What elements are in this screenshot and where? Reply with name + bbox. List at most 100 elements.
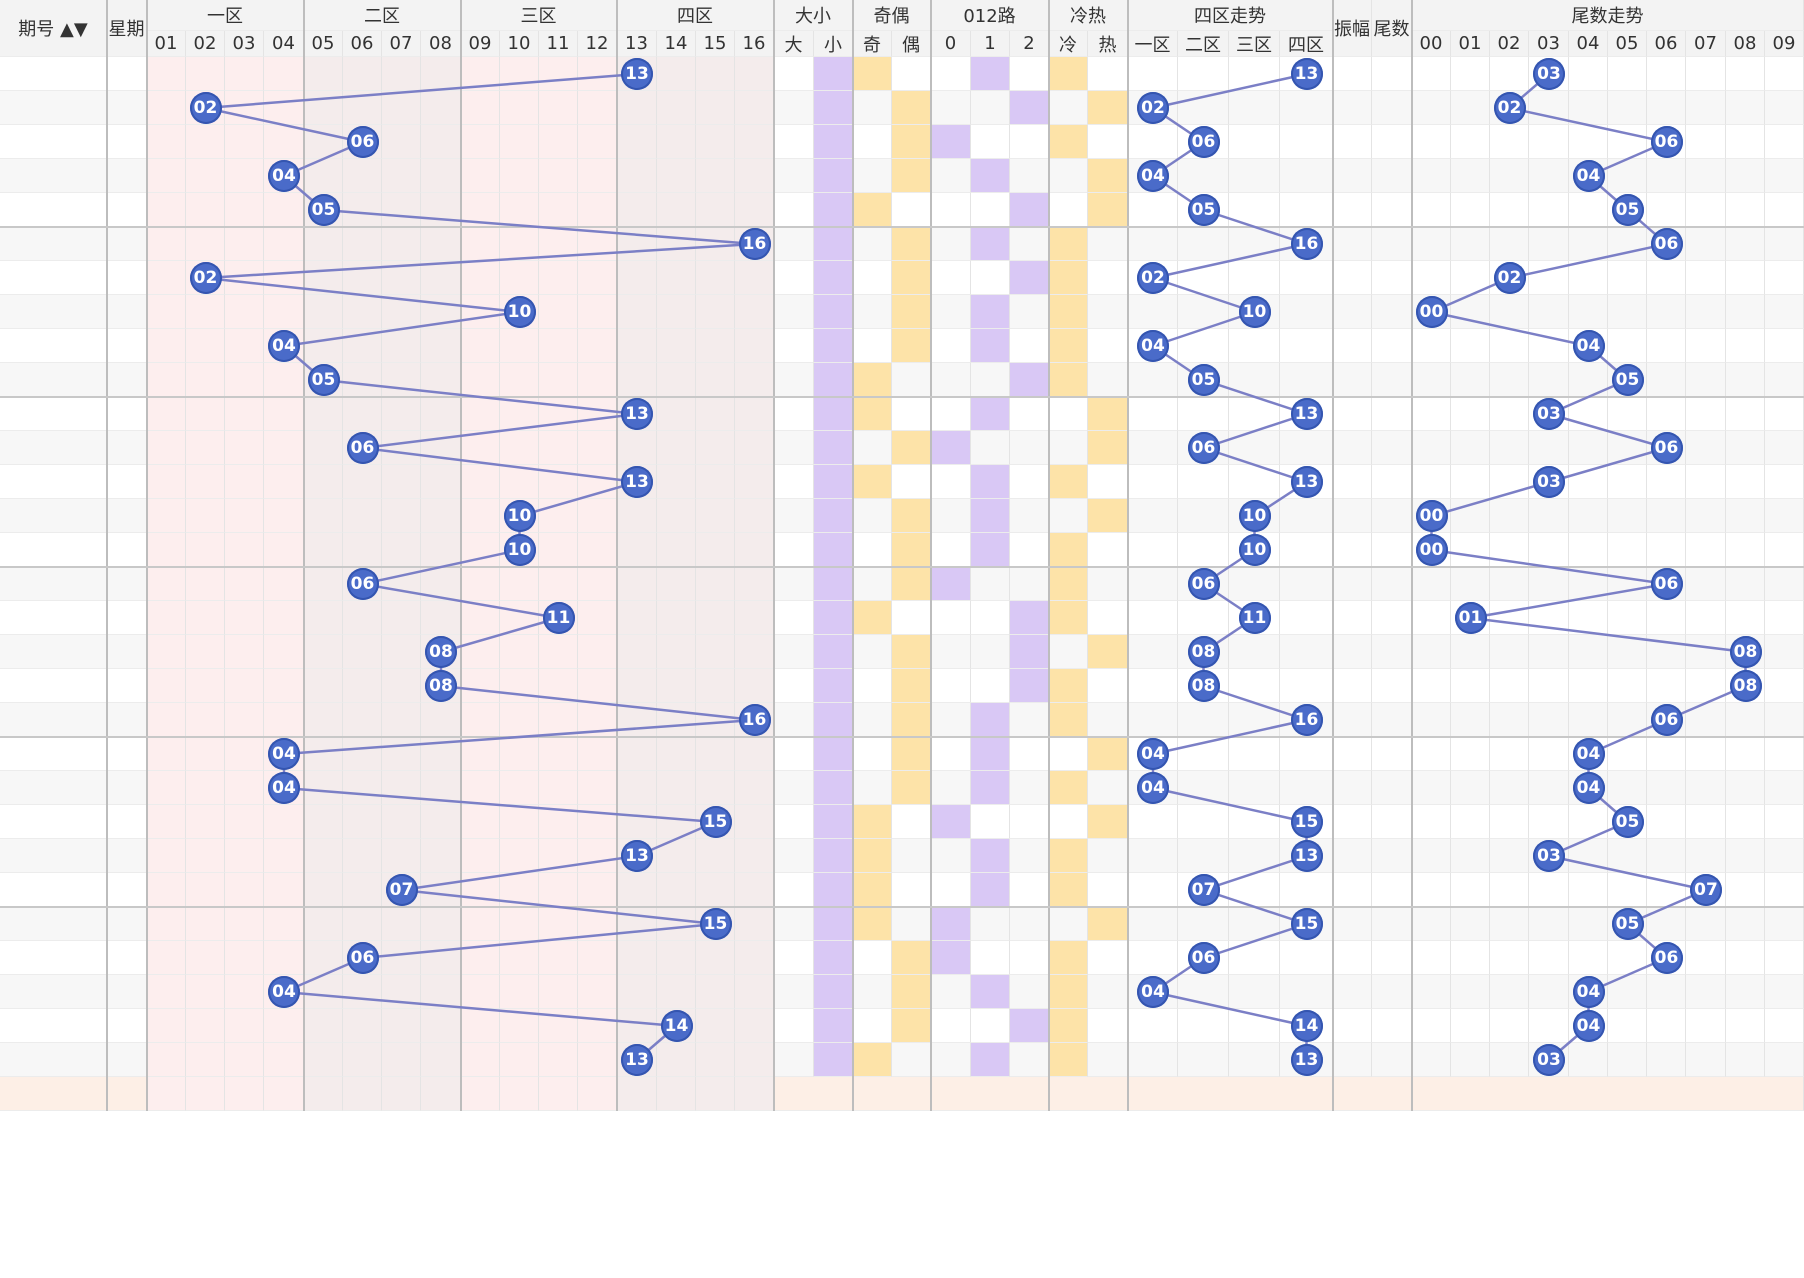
- zone-trend-ball: 10: [1238, 296, 1271, 328]
- tail-trend-cell: [1608, 737, 1647, 771]
- tail-trend-ball: 07: [1690, 874, 1722, 906]
- tail-trend-cell: [1569, 941, 1608, 975]
- footer-pick-01[interactable]: [147, 1077, 186, 1111]
- tail-trend-cell: [1647, 57, 1686, 91]
- zone-trend-ball: 13: [1290, 840, 1323, 872]
- miss-cell: [461, 261, 500, 295]
- tail-trend-cell: [1608, 125, 1647, 159]
- zone-trend-cell: [1178, 227, 1229, 261]
- route-1: [971, 465, 1010, 499]
- zone-trend-cell: [1128, 1043, 1178, 1077]
- miss-cell: [147, 907, 186, 941]
- footer-pick-03[interactable]: [225, 1077, 264, 1111]
- miss-cell: [617, 91, 657, 125]
- tail-trend-cell: [1451, 1043, 1490, 1077]
- bigsmall-big: [774, 329, 814, 363]
- miss-cell: [264, 669, 304, 703]
- draw-number-ball: 10: [503, 296, 536, 328]
- footer-pick-07[interactable]: [382, 1077, 421, 1111]
- miss-cell: [657, 805, 696, 839]
- miss-cell: [186, 635, 225, 669]
- tail-digit: [1372, 465, 1412, 499]
- footer-pick-09[interactable]: [461, 1077, 500, 1111]
- miss-cell: [657, 91, 696, 125]
- miss-cell: [657, 703, 696, 737]
- route-2: [1010, 567, 1049, 601]
- tail-trend-cell: [1765, 397, 1804, 431]
- draw-number-ball: 05: [307, 194, 340, 226]
- tail-trend-cell: [1647, 533, 1686, 567]
- tail-trend-ball: 08: [1729, 636, 1762, 668]
- footer-pick-12[interactable]: [578, 1077, 617, 1111]
- draw-number-ball: 13: [621, 1044, 653, 1076]
- miss-cell: [696, 975, 735, 1009]
- row-weekday: [107, 125, 147, 159]
- tail-trend-cell: [1686, 635, 1726, 669]
- tail-trend-cell: [1765, 873, 1804, 907]
- hot: [1088, 737, 1128, 771]
- miss-cell: [225, 1009, 264, 1043]
- footer-pick-10[interactable]: [500, 1077, 539, 1111]
- miss-cell: [186, 533, 225, 567]
- footer-pick-04[interactable]: [264, 1077, 304, 1111]
- tail-trend-cell: [1608, 227, 1647, 261]
- miss-cell: [578, 227, 617, 261]
- miss-cell: [696, 329, 735, 363]
- miss-cell: [264, 57, 304, 91]
- miss-cell: [578, 669, 617, 703]
- header-t3: 三区: [1229, 31, 1280, 57]
- footer-pick-06[interactable]: [343, 1077, 382, 1111]
- bigsmall-small: [814, 907, 853, 941]
- miss-cell: [186, 601, 225, 635]
- footer-pick-16[interactable]: [735, 1077, 774, 1111]
- row-separator: [0, 226, 1804, 228]
- tail-trend-cell: [1726, 125, 1765, 159]
- oddeven-odd: [853, 771, 892, 805]
- tail-trend-cell: [1726, 431, 1765, 465]
- zone-trend-cell: [1229, 805, 1280, 839]
- tail-trend-cell: [1490, 125, 1529, 159]
- route-0: [931, 465, 971, 499]
- tail-trend-cell: [1412, 805, 1451, 839]
- miss-cell: [343, 193, 382, 227]
- footer-pick-08[interactable]: [421, 1077, 461, 1111]
- miss-cell: [304, 159, 343, 193]
- miss-cell: [264, 635, 304, 669]
- miss-cell: [225, 431, 264, 465]
- footer-pick-14[interactable]: [657, 1077, 696, 1111]
- zone-trend-cell: [1229, 839, 1280, 873]
- miss-cell: [696, 567, 735, 601]
- miss-cell: [225, 805, 264, 839]
- tail-trend-cell: [1686, 295, 1726, 329]
- tail-trend-ball: 04: [1572, 160, 1605, 192]
- footer-pick-11[interactable]: [539, 1077, 578, 1111]
- tail-trend-cell: [1726, 703, 1765, 737]
- miss-cell: [225, 397, 264, 431]
- tail-trend-cell: [1686, 329, 1726, 363]
- footer-pick-02[interactable]: [186, 1077, 225, 1111]
- miss-cell: [225, 159, 264, 193]
- route-0: [931, 601, 971, 635]
- zone-trend-cell: [1178, 805, 1229, 839]
- zone-trend-cell: [1229, 431, 1280, 465]
- miss-cell: [147, 499, 186, 533]
- oddeven-odd: [853, 261, 892, 295]
- footer-pick-15[interactable]: [696, 1077, 735, 1111]
- zone-trend-cell: [1178, 499, 1229, 533]
- miss-cell: [657, 907, 696, 941]
- route-0: [931, 57, 971, 91]
- footer-pick-13[interactable]: [617, 1077, 657, 1111]
- tail-trend-cell: [1686, 431, 1726, 465]
- hot: [1088, 941, 1128, 975]
- footer-pick-05[interactable]: [304, 1077, 343, 1111]
- row-period: [0, 601, 107, 635]
- bigsmall-small: [814, 397, 853, 431]
- miss-cell: [500, 227, 539, 261]
- tail-trend-cell: [1726, 499, 1765, 533]
- row-weekday: [107, 193, 147, 227]
- oddeven-odd: [853, 737, 892, 771]
- hot: [1088, 1009, 1128, 1043]
- miss-cell: [421, 465, 461, 499]
- oddeven-even: [892, 533, 931, 567]
- hot: [1088, 193, 1128, 227]
